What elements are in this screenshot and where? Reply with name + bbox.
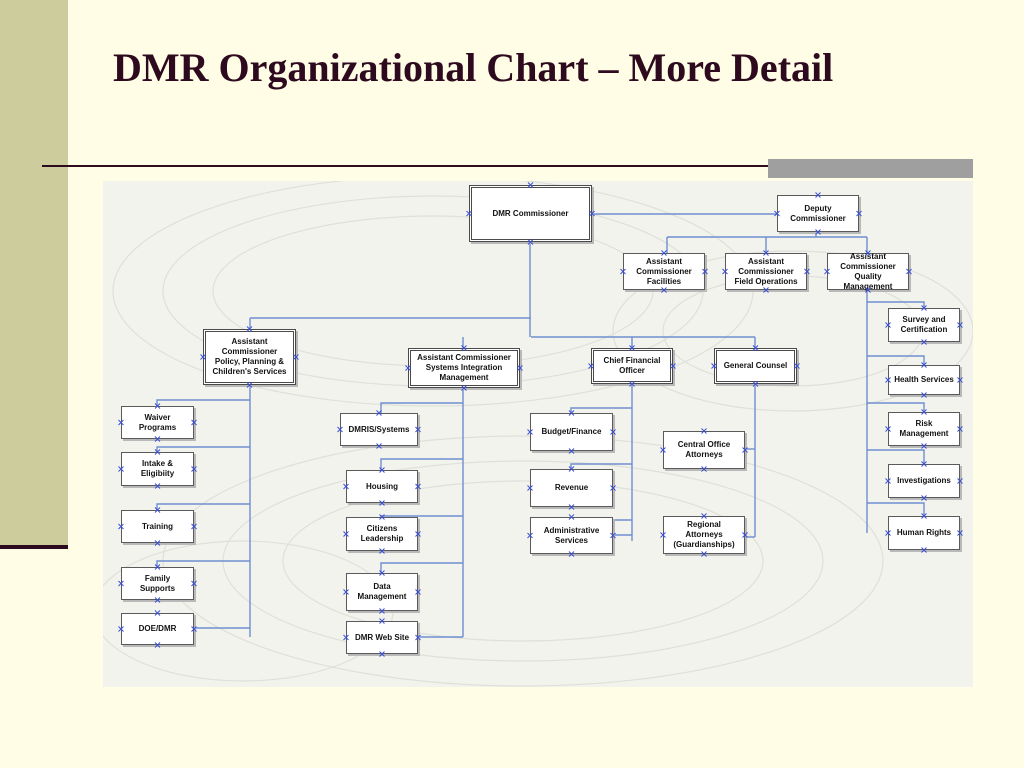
node-ac-field-operations: Assistant Commissioner Field Operations: [725, 253, 807, 290]
node-label: DMR Web Site: [354, 632, 410, 642]
node-ac-systems-integration: Assistant Commissioner Systems Integrati…: [408, 348, 520, 388]
node-human-rights: Human Rights: [888, 516, 960, 550]
node-ac-facilities: Assistant Commissioner Facilities: [623, 253, 705, 290]
slide-title: DMR Organizational Chart – More Detail: [113, 45, 834, 90]
node-family-supports: Family Supports: [121, 567, 194, 600]
node-label: Revenue: [554, 483, 589, 492]
node-administrative-services: Administrative Services: [530, 517, 613, 554]
title-divider-accent: [768, 159, 973, 178]
node-label: Citizens Leadership: [360, 524, 404, 543]
node-label: Assistant Commissioner Field Operations: [734, 256, 798, 286]
node-investigations: Investigations: [888, 464, 960, 498]
node-label: DMR Commissioner: [492, 208, 569, 218]
node-risk-management: Risk Management: [888, 412, 960, 446]
node-label: Family Supports: [139, 573, 176, 593]
node-label: Assistant Commissioner Systems Integrati…: [417, 353, 511, 382]
node-label: DOE/DMR: [138, 624, 177, 633]
node-label: Chief Financial Officer: [603, 356, 661, 375]
node-label: Survey and Certification: [900, 315, 948, 334]
node-dmr-web-site: DMR Web Site: [346, 621, 418, 654]
node-ac-quality-management: Assistant Commissioner Quality Managemen…: [827, 251, 909, 291]
node-survey-certification: Survey and Certification: [888, 308, 960, 342]
node-central-office-attorneys: Central Office Attorneys: [663, 431, 745, 469]
node-training: Training: [121, 510, 194, 543]
node-dmris-systems: DMRIS/Systems: [340, 413, 418, 446]
node-label: Central Office Attorneys: [677, 440, 731, 459]
node-label: Assistant Commissioner Facilities: [636, 256, 692, 286]
node-chief-financial-officer: Chief Financial Officer: [591, 348, 673, 384]
node-label: Deputy Commissioner: [790, 203, 846, 223]
node-label: Training: [141, 521, 174, 531]
node-label: Intake & Eligibiity: [140, 459, 175, 478]
node-waiver-programs: Waiver Programs: [121, 406, 194, 439]
node-label: Human Rights: [896, 528, 952, 537]
node-label: Regional Attorneys (Guardianships): [673, 520, 735, 549]
org-chart: DMR Commissioner Deputy Commissioner Ass…: [103, 181, 973, 687]
node-label: Housing: [366, 481, 398, 491]
node-doe-dmr: DOE/DMR: [121, 613, 194, 645]
node-label: General Counsel: [723, 361, 788, 370]
node-label: Assistant Commissioner Policy, Planning …: [212, 337, 287, 376]
node-regional-attorneys: Regional Attorneys (Guardianships): [663, 516, 745, 554]
node-label: Data Management: [357, 582, 407, 601]
node-housing: Housing: [346, 470, 418, 503]
node-label: Administrative Services: [543, 525, 600, 545]
node-data-management: Data Management: [346, 573, 418, 611]
node-label: Investigations: [897, 476, 951, 485]
node-ac-policy-planning: Assistant Commissioner Policy, Planning …: [203, 329, 296, 385]
left-accent-underline: [0, 545, 68, 549]
node-label: Assistant Commissioner Quality Managemen…: [840, 251, 896, 291]
node-intake-eligibility: Intake & Eligibiity: [121, 452, 194, 486]
left-accent-bar: [0, 0, 68, 545]
node-label: Budget/Finance: [541, 427, 602, 436]
node-label: DMRIS/Systems: [348, 424, 410, 434]
node-budget-finance: Budget/Finance: [530, 413, 613, 451]
title-divider: [42, 165, 770, 167]
node-citizens-leadership: Citizens Leadership: [346, 517, 418, 551]
node-label: Health Services: [894, 375, 954, 384]
node-dmr-commissioner: DMR Commissioner: [469, 185, 592, 242]
node-health-services: Health Services: [888, 365, 960, 395]
node-deputy-commissioner: Deputy Commissioner: [777, 195, 859, 232]
node-revenue: Revenue: [530, 469, 613, 507]
node-label: Waiver Programs: [138, 412, 177, 432]
node-label: Risk Management: [899, 419, 949, 438]
node-general-counsel: General Counsel: [714, 348, 797, 384]
